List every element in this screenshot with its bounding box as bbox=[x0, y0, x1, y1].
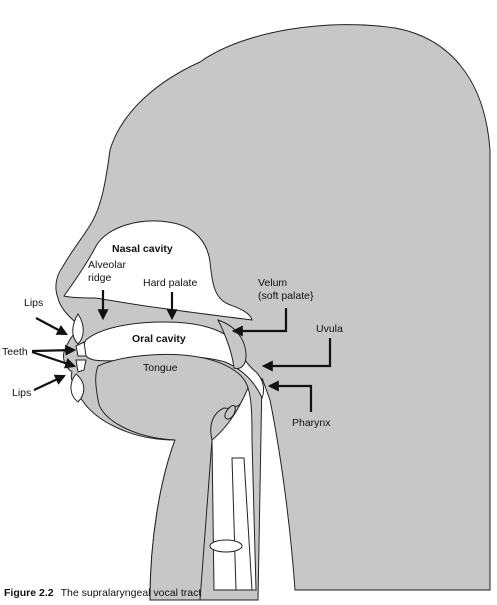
lower-lip-shape bbox=[70, 373, 85, 403]
label-lips-top: Lips bbox=[24, 297, 43, 309]
figure-caption-text: The supralaryngeal vocal tract bbox=[61, 587, 202, 599]
label-alveolar-line1: Alveolar bbox=[88, 259, 126, 271]
arrow-uvula bbox=[261, 338, 332, 372]
lower-teeth-shape bbox=[75, 359, 87, 373]
label-lips-bottom: Lips bbox=[12, 387, 31, 399]
label-nasal-cavity: Nasal cavity bbox=[112, 243, 173, 255]
arrow-pharynx bbox=[267, 380, 313, 412]
label-pharynx: Pharynx bbox=[292, 417, 331, 429]
label-alveolar-line2: ridge bbox=[88, 272, 112, 284]
larynx-ring bbox=[209, 539, 243, 553]
arrow-lips-top bbox=[35, 317, 68, 336]
arrow-teeth-lower bbox=[31, 350, 77, 369]
tongue-shape bbox=[95, 354, 249, 601]
label-oral-cavity: Oral cavity bbox=[132, 333, 186, 345]
nasal-cavity-region bbox=[63, 220, 253, 321]
figure-caption-number: Figure 2.2 bbox=[4, 587, 54, 599]
upper-lip-shape bbox=[72, 313, 84, 345]
label-uvula: Uvula bbox=[316, 323, 343, 335]
epiglottis-shape bbox=[224, 405, 236, 420]
arrow-velum bbox=[231, 308, 288, 337]
upper-teeth-shape bbox=[75, 341, 87, 357]
label-velum-line2: (soft palate} bbox=[258, 290, 314, 302]
label-hard-palate: Hard palate bbox=[143, 277, 197, 289]
label-tongue: Tongue bbox=[143, 362, 178, 374]
label-velum-line1: Velum bbox=[258, 277, 287, 289]
arrow-teeth-upper bbox=[31, 344, 77, 356]
arrow-lips-bottom bbox=[33, 374, 66, 391]
head-silhouette bbox=[55, 24, 491, 601]
figure-caption: Figure 2.2 The supralaryngeal vocal trac… bbox=[4, 583, 201, 600]
label-teeth: Teeth bbox=[2, 346, 28, 358]
